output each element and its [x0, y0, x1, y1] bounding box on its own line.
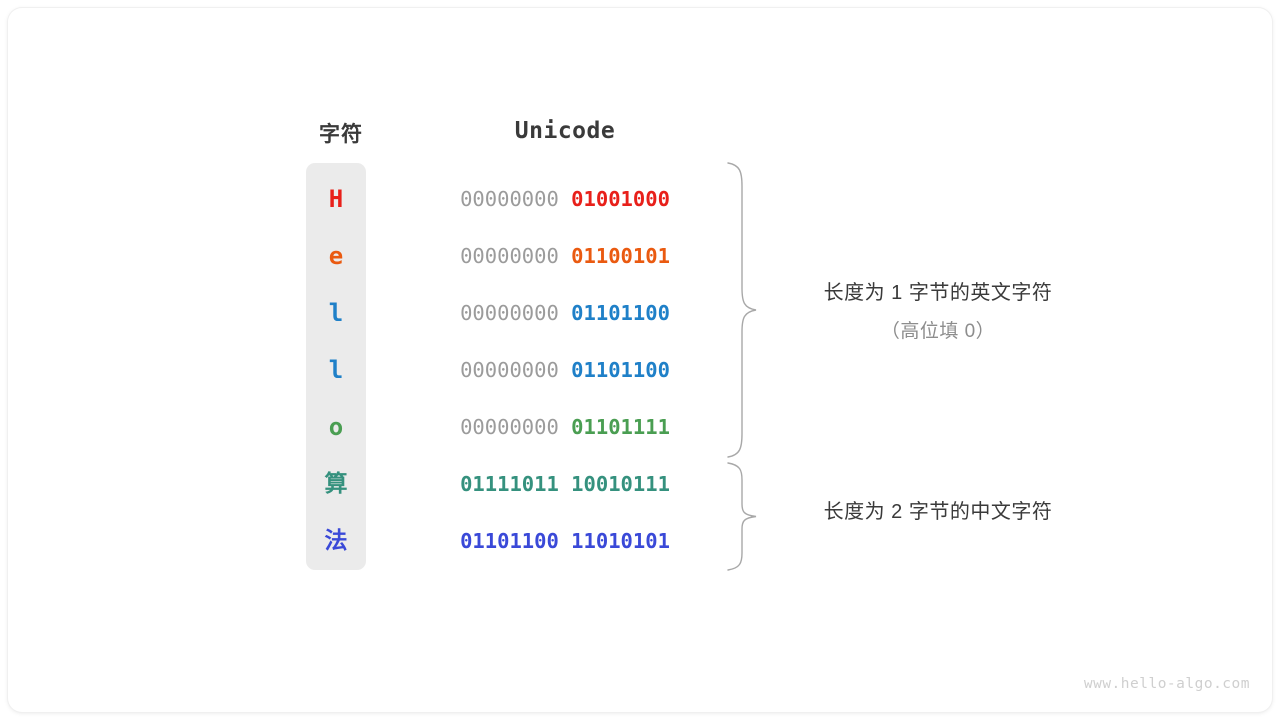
annotation-one-byte: 长度为 1 字节的英文字符 （高位填 0）	[778, 276, 1098, 343]
row-character: 法	[324, 528, 348, 554]
encoding-row: l 00000000 01101100	[8, 285, 1272, 342]
brace-two-byte-group	[727, 462, 757, 571]
encoding-row: H 00000000 01001000	[8, 171, 1272, 228]
low-byte: 01101100	[571, 301, 670, 325]
encoding-row: e 00000000 01100101	[8, 228, 1272, 285]
encoding-row: 法 01101100 11010101	[8, 513, 1272, 570]
high-byte: 00000000	[460, 244, 559, 268]
low-byte: 01101111	[571, 415, 670, 439]
low-byte: 01001000	[571, 187, 670, 211]
high-byte: 00000000	[460, 187, 559, 211]
low-byte: 01101100	[571, 358, 670, 382]
row-unicode-bits: 00000000 01001000	[424, 171, 706, 228]
row-unicode-bits: 00000000 01101100	[424, 285, 706, 342]
low-byte: 01100101	[571, 244, 670, 268]
column-header-character: 字符	[319, 123, 363, 146]
encoding-row: l 00000000 01101100	[8, 342, 1272, 399]
row-character: l	[328, 299, 344, 327]
row-unicode-bits: 00000000 01101100	[424, 342, 706, 399]
character-column-background	[306, 163, 366, 570]
encoding-row: 算 01111011 10010111	[8, 456, 1272, 513]
high-byte: 00000000	[460, 358, 559, 382]
high-byte: 01101100	[460, 529, 559, 553]
low-byte: 10010111	[571, 472, 670, 496]
brace-one-byte-group	[727, 162, 757, 458]
high-byte: 00000000	[460, 415, 559, 439]
high-byte: 00000000	[460, 301, 559, 325]
row-unicode-bits: 00000000 01101111	[424, 399, 706, 456]
row-character: e	[328, 242, 344, 270]
watermark: www.hello-algo.com	[1083, 676, 1250, 692]
row-character: o	[328, 413, 344, 441]
row-character: l	[328, 356, 344, 384]
annotation-two-byte: 长度为 2 字节的中文字符	[778, 495, 1098, 524]
high-byte: 01111011	[460, 472, 559, 496]
encoding-row: o 00000000 01101111	[8, 399, 1272, 456]
row-unicode-bits: 00000000 01100101	[424, 228, 706, 285]
row-character: H	[328, 185, 344, 213]
annotation-one-byte-sub: （高位填 0）	[880, 321, 996, 342]
unicode-encoding-diagram: 字符 Unicode H 00000000 01001000 e 00000000 0…	[8, 8, 1272, 712]
annotation-one-byte-main: 长度为 1 字节的英文字符	[823, 282, 1053, 304]
low-byte: 11010101	[571, 529, 670, 553]
row-unicode-bits: 01111011 10010111	[424, 456, 706, 513]
annotation-two-byte-main: 长度为 2 字节的中文字符	[823, 501, 1053, 523]
row-character: 算	[324, 471, 348, 497]
figure-card: 字符 Unicode H 00000000 01001000 e 00000000 0…	[8, 8, 1272, 712]
column-header-unicode: Unicode	[514, 118, 616, 144]
row-unicode-bits: 01101100 11010101	[424, 513, 706, 570]
